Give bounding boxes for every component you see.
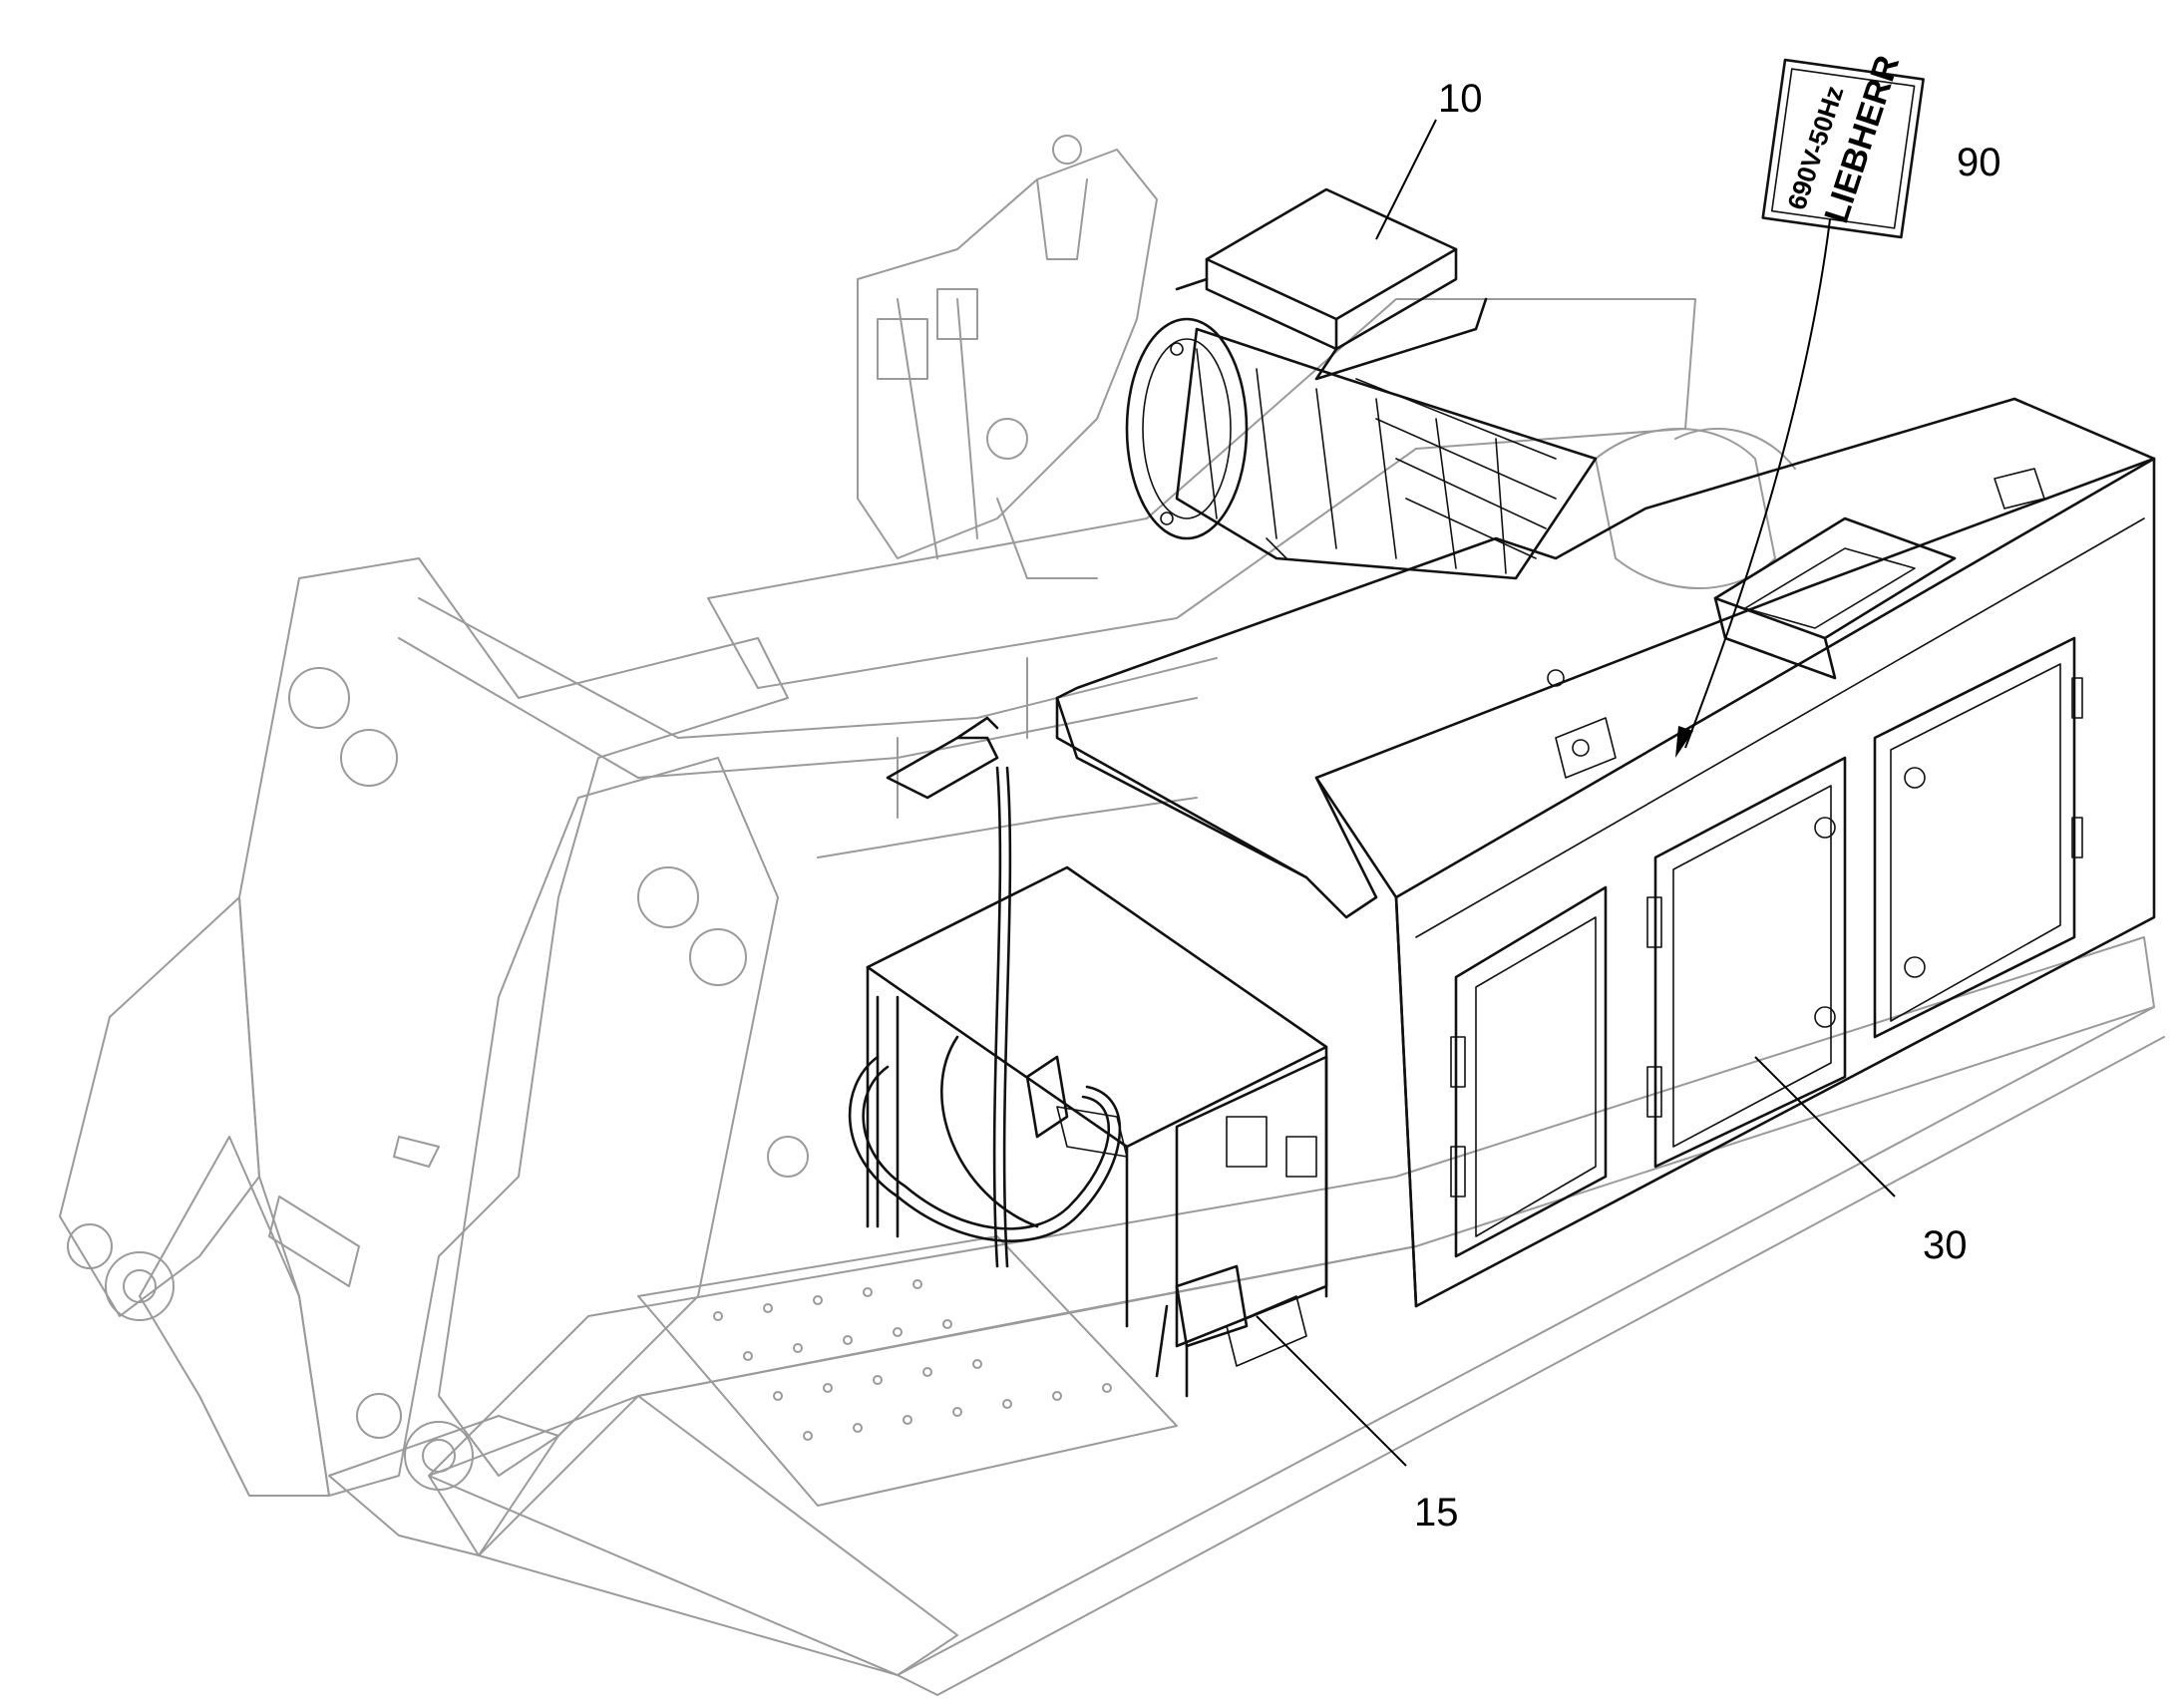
leader-30 <box>1754 1056 1896 1197</box>
callout-labels: 10 15 30 90 <box>1414 77 2001 1535</box>
leader-15 <box>1256 1315 1407 1467</box>
leader-90-arrowhead <box>1675 726 1693 758</box>
part-90-nameplate: 690V-50Hz LIEBHERR <box>1761 51 1925 239</box>
callout-15-label: 15 <box>1414 1491 1459 1535</box>
part-15-control-unit <box>848 716 1328 1398</box>
callout-90-label: 90 <box>1957 141 2001 184</box>
leader-10 <box>1375 119 1437 240</box>
callout-10-label: 10 <box>1438 77 1483 121</box>
floor-plate-holes <box>713 1279 1112 1441</box>
part-30-housing <box>1055 397 2156 1308</box>
base-frame <box>59 135 2165 1696</box>
leader-lines <box>1256 119 1896 1467</box>
callout-30-label: 30 <box>1923 1223 1968 1267</box>
part-10-electric-motor <box>1125 187 1598 580</box>
leader-90 <box>1684 218 1831 749</box>
